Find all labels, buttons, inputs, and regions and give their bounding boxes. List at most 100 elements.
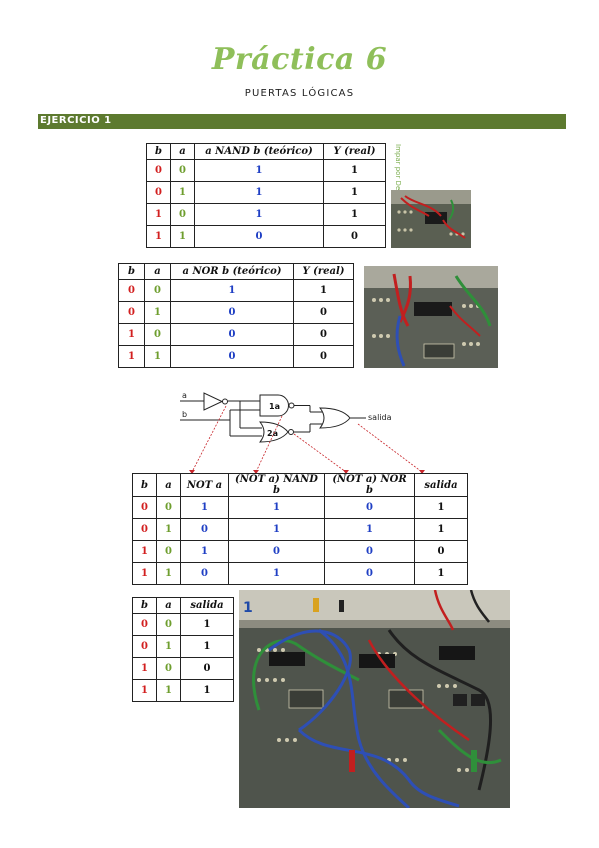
cell: 0 xyxy=(170,301,294,324)
cell: 0 xyxy=(156,540,181,563)
page-subtitle: PUERTAS LÓGICAS xyxy=(244,88,355,99)
col-header: salida xyxy=(414,473,468,497)
cell: 0 xyxy=(293,323,354,346)
cell: 0 xyxy=(323,225,386,248)
cell: 0 xyxy=(180,518,229,541)
cell: 1 xyxy=(146,203,171,226)
photo-label: 1 xyxy=(243,600,253,616)
col-header: a NAND b (teórico) xyxy=(194,143,324,160)
cell: 0 xyxy=(170,159,195,182)
col-header: (NOT a) NOR b xyxy=(324,473,415,497)
output-truth-table: b a salida 0 0 1 0 1 1 1 0 0 1 1 1 xyxy=(132,597,234,702)
cell: 1 xyxy=(156,635,181,658)
cell: 0 xyxy=(180,562,229,585)
cell: 1 xyxy=(228,496,325,519)
cell: 0 xyxy=(156,496,181,519)
cell: 0 xyxy=(118,301,145,324)
section-bar: EJERCICIO 1 xyxy=(38,114,566,129)
col-header: b xyxy=(118,263,145,280)
cell: 0 xyxy=(293,345,354,368)
nand-truth-table: b a a NAND b (teórico) Y (real) 0 0 1 1 … xyxy=(146,143,386,248)
cell: 1 xyxy=(132,540,157,563)
col-header: Y (real) xyxy=(293,263,354,280)
cell: 1 xyxy=(146,225,171,248)
table-row: 0 0 1 xyxy=(132,613,234,636)
cell: 0 xyxy=(146,181,171,204)
cell: 1 xyxy=(324,518,415,541)
table-row: 0 0 1 1 xyxy=(118,279,354,302)
nor-truth-table: b a a NOR b (teórico) Y (real) 0 0 1 1 0… xyxy=(118,263,354,368)
combined-truth-table: b a NOT a (NOT a) NAND b (NOT a) NOR b s… xyxy=(132,473,468,585)
cell: 0 xyxy=(228,540,325,563)
cell: 0 xyxy=(156,613,181,636)
col-header: Y (real) xyxy=(323,143,386,160)
logic-circuit-diagram: a b 1a 2a salida xyxy=(180,391,425,474)
cell: 1 xyxy=(194,203,324,226)
cell: 1 xyxy=(323,181,386,204)
cell: 0 xyxy=(132,613,157,636)
col-header: a xyxy=(144,263,171,280)
cell: 1 xyxy=(132,679,157,702)
cell: 0 xyxy=(146,159,171,182)
cell: 1 xyxy=(144,345,171,368)
col-header: a NOR b (teórico) xyxy=(170,263,294,280)
breadboard-photo-1 xyxy=(391,190,471,248)
table-row: 1 0 1 1 xyxy=(146,203,386,226)
cell: 1 xyxy=(132,562,157,585)
col-header: (NOT a) NAND b xyxy=(228,473,325,497)
cell: 0 xyxy=(324,562,415,585)
col-header: b xyxy=(132,597,157,614)
cell: 0 xyxy=(132,496,157,519)
cell: 0 xyxy=(324,496,415,519)
table-row: 1 0 1 0 0 0 xyxy=(132,540,468,563)
cell: 1 xyxy=(144,301,171,324)
cell: 0 xyxy=(170,345,294,368)
table-row: 1 1 0 1 0 1 xyxy=(132,562,468,585)
table-row: 1 0 0 0 xyxy=(118,323,354,346)
cell: 0 xyxy=(170,323,294,346)
cell: 1 xyxy=(323,159,386,182)
col-header: salida xyxy=(180,597,234,614)
cell: 0 xyxy=(180,657,234,680)
page-title: Práctica 6 xyxy=(211,42,388,77)
section-label: EJERCICIO 1 xyxy=(40,115,112,126)
cell: 1 xyxy=(414,496,468,519)
cell: 0 xyxy=(144,279,171,302)
cell: 0 xyxy=(293,301,354,324)
table-row: 0 1 1 1 xyxy=(146,181,386,204)
table-row: 1 1 0 0 xyxy=(146,225,386,248)
cell: 1 xyxy=(414,562,468,585)
cell: 1 xyxy=(132,657,157,680)
cell: 1 xyxy=(228,518,325,541)
cell: 1 xyxy=(156,518,181,541)
cell: 0 xyxy=(132,518,157,541)
table-row: 1 0 0 xyxy=(132,657,234,680)
output-label: salida xyxy=(368,413,392,422)
cell: 1 xyxy=(156,679,181,702)
not-gate-icon xyxy=(203,392,224,411)
breadboard-photo-2 xyxy=(364,266,498,368)
cell: 1 xyxy=(180,496,229,519)
cell: 1 xyxy=(228,562,325,585)
cell: 1 xyxy=(180,613,234,636)
col-header: a xyxy=(156,597,181,614)
cell: 0 xyxy=(324,540,415,563)
cell: 1 xyxy=(170,279,294,302)
cell: 1 xyxy=(180,679,234,702)
input-a-label: a xyxy=(182,391,187,400)
table-row: 0 1 1 xyxy=(132,635,234,658)
gate1-label: 1a xyxy=(269,402,280,411)
col-header: b xyxy=(146,143,171,160)
cell: 1 xyxy=(118,345,145,368)
table-row: 0 0 1 1 xyxy=(146,159,386,182)
col-header: a xyxy=(170,143,195,160)
cell: 1 xyxy=(323,203,386,226)
cell: 1 xyxy=(293,279,354,302)
table-row: 1 1 1 xyxy=(132,679,234,702)
cell: 1 xyxy=(170,225,195,248)
cell: 1 xyxy=(180,540,229,563)
cell: 0 xyxy=(170,203,195,226)
cell: 0 xyxy=(194,225,324,248)
cell: 1 xyxy=(156,562,181,585)
col-header: a xyxy=(156,473,181,497)
